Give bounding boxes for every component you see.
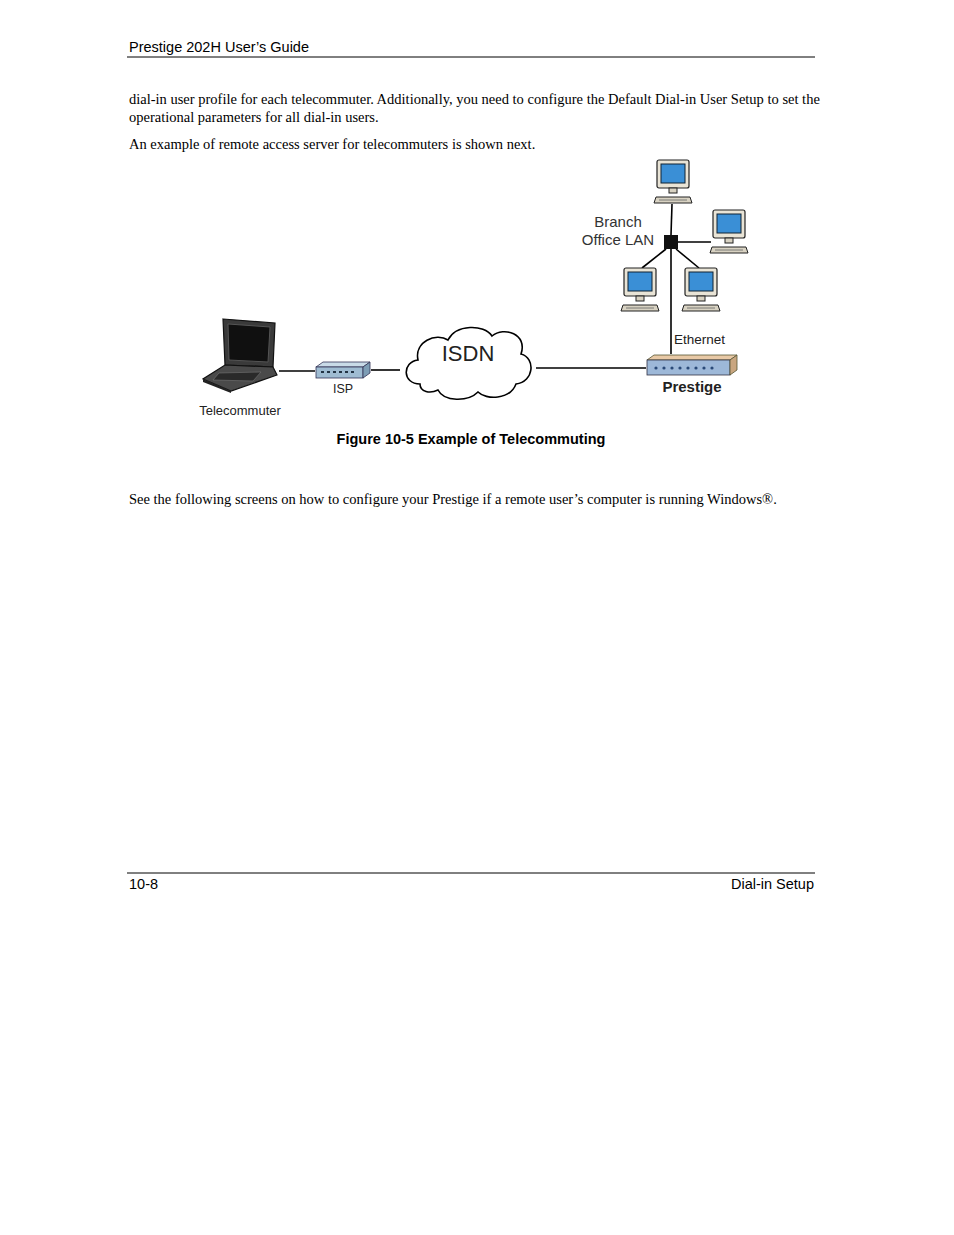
modem-icon: ISP — [315, 361, 371, 398]
page-number: 10-8 — [129, 875, 158, 893]
network-cloud: ISDN — [400, 322, 536, 402]
network-link — [371, 369, 400, 371]
link-label: Ethernet — [673, 332, 726, 348]
body-paragraph: dial-in user profile for each telecommut… — [129, 90, 821, 126]
body-paragraph: An example of remote access server for t… — [129, 135, 821, 153]
node-label: ISDN — [400, 341, 536, 367]
computer-icon — [710, 210, 748, 253]
node-label: ISP — [333, 382, 353, 398]
network-link — [279, 370, 315, 372]
footer-rule — [127, 873, 815, 874]
node-label: Telecommuter — [199, 403, 281, 419]
chapter-name: Dial-in Setup — [731, 875, 814, 893]
laptop-icon — [201, 317, 279, 393]
hub-symbol — [664, 235, 678, 249]
network-link — [670, 249, 672, 354]
computer-icon — [682, 268, 720, 311]
computer-icon — [621, 268, 659, 311]
network-link — [536, 367, 646, 369]
modem-icon — [315, 361, 371, 379]
node-label: Branch Office LAN — [578, 213, 658, 249]
prestige-router: Prestige — [646, 354, 738, 396]
figure-caption: Figure 10-5 Example of Telecommuting — [0, 430, 942, 448]
prestige-router — [646, 354, 738, 376]
lan-hub: Branch Office LAN — [578, 213, 678, 249]
computer-icon — [654, 160, 692, 203]
running-header: Prestige 202H User’s Guide — [129, 38, 309, 56]
body-paragraph: See the following screens on how to conf… — [129, 490, 821, 508]
laptop-icon: Telecommuter — [199, 317, 281, 419]
node-label: Prestige — [662, 378, 721, 396]
header-rule — [127, 57, 815, 58]
